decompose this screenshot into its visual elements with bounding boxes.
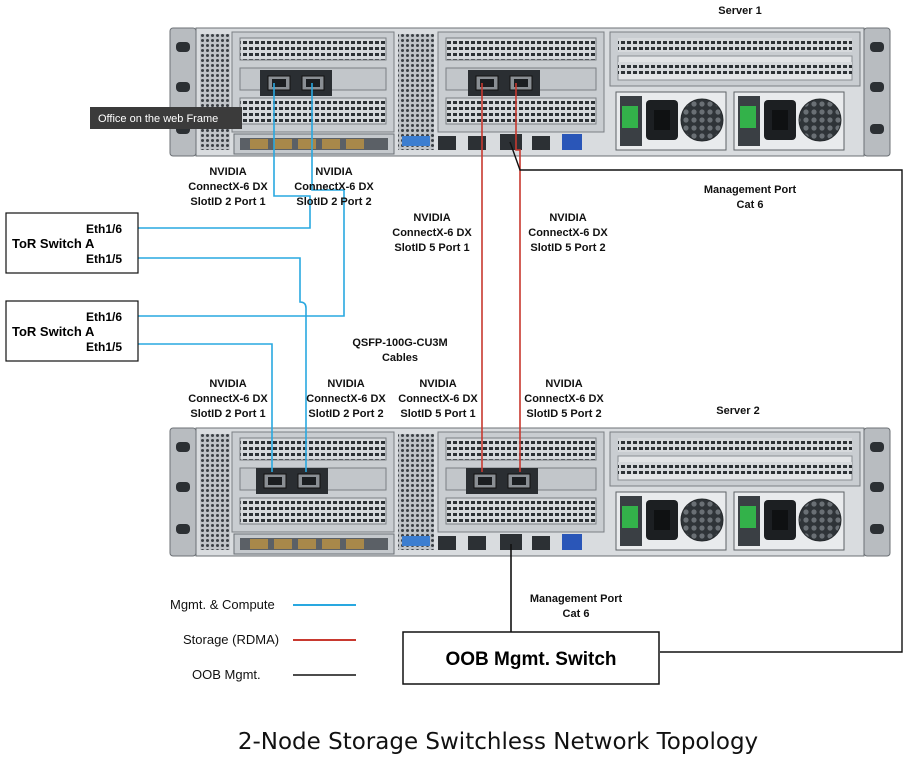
label-s1-slot2-port2: NVIDIA ConnectX-6 DX SlotID 2 Port 2 — [294, 166, 374, 208]
svg-text:NVIDIA: NVIDIA — [327, 378, 364, 390]
compute-cable-s1-port2-to-torB-eth1-6 — [138, 83, 345, 317]
server-2-slot5-nic — [465, 467, 539, 495]
svg-text:SlotID 5 Port 2: SlotID 5 Port 2 — [530, 242, 605, 254]
legend-oob-label: OOB Mgmt. — [192, 667, 261, 682]
tor-2-name: ToR Switch A — [12, 324, 95, 339]
diagram-caption: 2-Node Storage Switchless Network Topolo… — [238, 729, 758, 755]
svg-text:NVIDIA: NVIDIA — [209, 378, 246, 390]
label-s2-slot2-port2: NVIDIA ConnectX-6 DX SlotID 2 Port 2 — [306, 378, 386, 420]
tor-switch-a-2: Eth1/6 ToR Switch A Eth1/5 — [5, 300, 139, 362]
compute-cable-torA-eth1-5-to-s2-port2 — [138, 257, 307, 472]
svg-text:NVIDIA: NVIDIA — [549, 212, 586, 224]
svg-text:ConnectX-6 DX: ConnectX-6 DX — [524, 393, 604, 405]
server-1-slot2-nic — [259, 69, 333, 97]
svg-text:NVIDIA: NVIDIA — [545, 378, 582, 390]
label-s1-slot5-port1: NVIDIA ConnectX-6 DX SlotID 5 Port 1 — [392, 212, 472, 254]
tor-2-port-eth1-5: Eth1/5 — [86, 340, 122, 354]
label-cables: QSFP-100G-CU3M Cables — [352, 337, 447, 364]
legend: Mgmt. & Compute Storage (RDMA) OOB Mgmt. — [170, 597, 356, 682]
tor-1-port-eth1-6: Eth1/6 — [86, 222, 122, 236]
svg-text:Cat 6: Cat 6 — [737, 199, 764, 211]
compute-cable-s1-port1-to-torA-eth1-6 — [138, 83, 311, 229]
svg-text:SlotID 5 Port 1: SlotID 5 Port 1 — [394, 242, 469, 254]
svg-text:ConnectX-6 DX: ConnectX-6 DX — [528, 227, 608, 239]
svg-text:QSFP-100G-CU3M: QSFP-100G-CU3M — [352, 337, 447, 349]
svg-text:SlotID 5 Port 1: SlotID 5 Port 1 — [400, 408, 475, 420]
svg-text:Cables: Cables — [382, 352, 418, 364]
svg-text:SlotID 5 Port 2: SlotID 5 Port 2 — [526, 408, 601, 420]
svg-text:ConnectX-6 DX: ConnectX-6 DX — [306, 393, 386, 405]
svg-text:ConnectX-6 DX: ConnectX-6 DX — [392, 227, 472, 239]
oob-cable-server1-mgmt — [509, 141, 903, 653]
server-2-slot2-nic — [255, 467, 329, 495]
svg-text:OOB Mgmt. Switch: OOB Mgmt. Switch — [446, 649, 617, 670]
svg-text:NVIDIA: NVIDIA — [209, 166, 246, 178]
label-s2-slot5-port1: NVIDIA ConnectX-6 DX SlotID 5 Port 1 — [398, 378, 478, 420]
label-s1-slot5-port2: NVIDIA ConnectX-6 DX SlotID 5 Port 2 — [528, 212, 608, 254]
svg-text:NVIDIA: NVIDIA — [315, 166, 352, 178]
server-1-slot5-nic — [467, 69, 541, 97]
label-mgmt-port-top: Management Port Cat 6 — [704, 184, 797, 211]
svg-text:ConnectX-6 DX: ConnectX-6 DX — [294, 181, 374, 193]
legend-compute-label: Mgmt. & Compute — [170, 597, 275, 612]
svg-text:Management Port: Management Port — [530, 593, 623, 605]
svg-text:ConnectX-6 DX: ConnectX-6 DX — [398, 393, 478, 405]
tor-1-port-eth1-5: Eth1/5 — [86, 252, 122, 266]
svg-text:ConnectX-6 DX: ConnectX-6 DX — [188, 181, 268, 193]
svg-text:Management Port: Management Port — [704, 184, 797, 196]
svg-text:Cat 6: Cat 6 — [563, 608, 590, 620]
oob-mgmt-switch: OOB Mgmt. Switch — [402, 631, 660, 685]
label-mgmt-port-bottom: Management Port Cat 6 — [530, 593, 623, 620]
legend-storage-label: Storage (RDMA) — [183, 632, 279, 647]
svg-text:SlotID 2 Port 2: SlotID 2 Port 2 — [308, 408, 383, 420]
svg-text:ConnectX-6 DX: ConnectX-6 DX — [188, 393, 268, 405]
server-2-title: Server 2 — [716, 405, 759, 417]
server-1-title: Server 1 — [718, 5, 761, 17]
svg-text:Office on the web Frame: Office on the web Frame — [98, 113, 218, 125]
svg-text:SlotID 2 Port 2: SlotID 2 Port 2 — [296, 196, 371, 208]
label-s2-slot2-port1: NVIDIA ConnectX-6 DX SlotID 2 Port 1 — [188, 378, 268, 420]
svg-text:SlotID 2 Port 1: SlotID 2 Port 1 — [190, 196, 265, 208]
label-s2-slot5-port2: NVIDIA ConnectX-6 DX SlotID 5 Port 2 — [524, 378, 604, 420]
tor-switch-a-1: Eth1/6 ToR Switch A Eth1/5 — [5, 212, 139, 274]
svg-text:NVIDIA: NVIDIA — [419, 378, 456, 390]
compute-cable-torB-eth1-5-to-s2-port1 — [138, 343, 273, 472]
svg-text:SlotID 2 Port 1: SlotID 2 Port 1 — [190, 408, 265, 420]
label-s1-slot2-port1: NVIDIA ConnectX-6 DX SlotID 2 Port 1 — [188, 166, 268, 208]
svg-text:NVIDIA: NVIDIA — [413, 212, 450, 224]
tor-2-port-eth1-6: Eth1/6 — [86, 310, 122, 324]
tor-1-name: ToR Switch A — [12, 236, 95, 251]
office-web-frame-tooltip: Office on the web Frame — [90, 107, 242, 129]
storage-cable-slot5-port2 — [515, 83, 521, 472]
